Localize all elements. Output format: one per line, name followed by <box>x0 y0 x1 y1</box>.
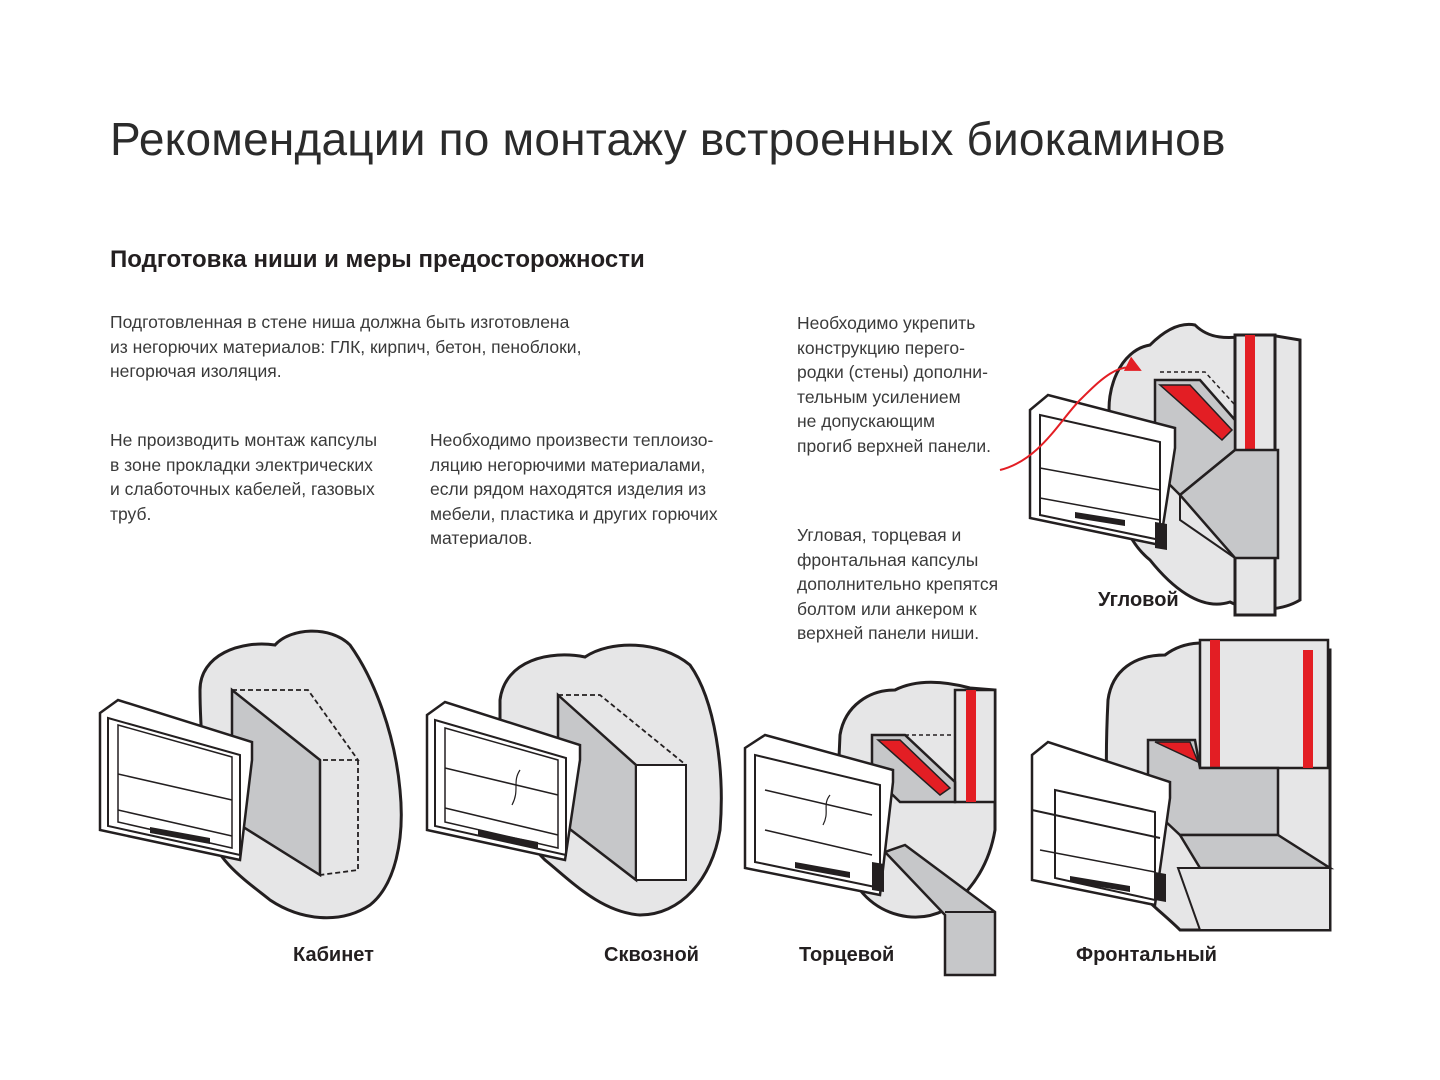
text-line: не допускающим <box>797 411 936 431</box>
warning-insulation-paragraph: Необходимо произвести теплоизо- ляцию не… <box>430 428 718 551</box>
text-line: материалов. <box>430 528 533 548</box>
reinforce-paragraph: Необходимо укрепить конструкцию перего- … <box>797 311 991 458</box>
text-line: конструкцию перего- <box>797 337 965 358</box>
text-line: если рядом находятся изделия из <box>430 479 706 499</box>
text-line: мебели, пластика и других горючих <box>430 503 718 524</box>
text-line: ляцию негорючими материалами, <box>430 454 706 475</box>
text-line: фронтальная капсулы <box>797 549 979 570</box>
text-line: в зоне прокладки электрических <box>110 454 373 475</box>
text-line: родки (стены) дополни- <box>797 362 988 382</box>
frontal-diagram <box>1030 638 1335 932</box>
text-line: и слаботочных кабелей, газовых <box>110 479 375 499</box>
label-cabinet: Кабинет <box>293 944 374 966</box>
text-line: негорючая изоляция. <box>110 361 282 381</box>
text-line: болтом или анкером к <box>797 598 977 619</box>
label-corner: Угловой <box>1098 589 1179 611</box>
page-title: Рекомендации по монтажу встроенных биока… <box>110 113 1226 165</box>
text-line: тельным усилением <box>797 386 961 407</box>
text-line: Угловая, торцевая и <box>797 525 962 545</box>
warning-cables-paragraph: Не производить монтаж капсулы в зоне про… <box>110 428 377 526</box>
label-frontal: Фронтальный <box>1076 944 1217 966</box>
text-line: Подготовленная в стене ниша должна быть … <box>110 312 570 332</box>
section-subtitle: Подготовка ниши и меры предосторожности <box>110 246 645 273</box>
through-diagram <box>425 643 723 917</box>
label-end: Торцевой <box>799 944 895 966</box>
text-line: труб. <box>110 503 152 524</box>
text-line: Необходимо укрепить <box>797 313 976 333</box>
text-line: прогиб верхней панели. <box>797 435 992 456</box>
corner-diagram <box>999 322 1302 617</box>
text-line: Не производить монтаж капсулы <box>110 430 378 450</box>
text-line: Необходимо произвести теплоизо- <box>430 430 714 450</box>
intro-paragraph: Подготовленная в стене ниша должна быть … <box>110 310 581 384</box>
text-line: верхней панели ниши. <box>797 623 980 643</box>
label-through: Сквозной <box>604 944 699 966</box>
cabinet-diagram <box>98 629 403 920</box>
fastening-paragraph: Угловая, торцевая и фронтальная капсулы … <box>797 523 998 646</box>
end-diagram <box>743 680 997 977</box>
text-line: дополнительно крепятся <box>797 574 999 594</box>
text-line: из негорючих материалов: ГЛК, кирпич, бе… <box>110 336 582 357</box>
